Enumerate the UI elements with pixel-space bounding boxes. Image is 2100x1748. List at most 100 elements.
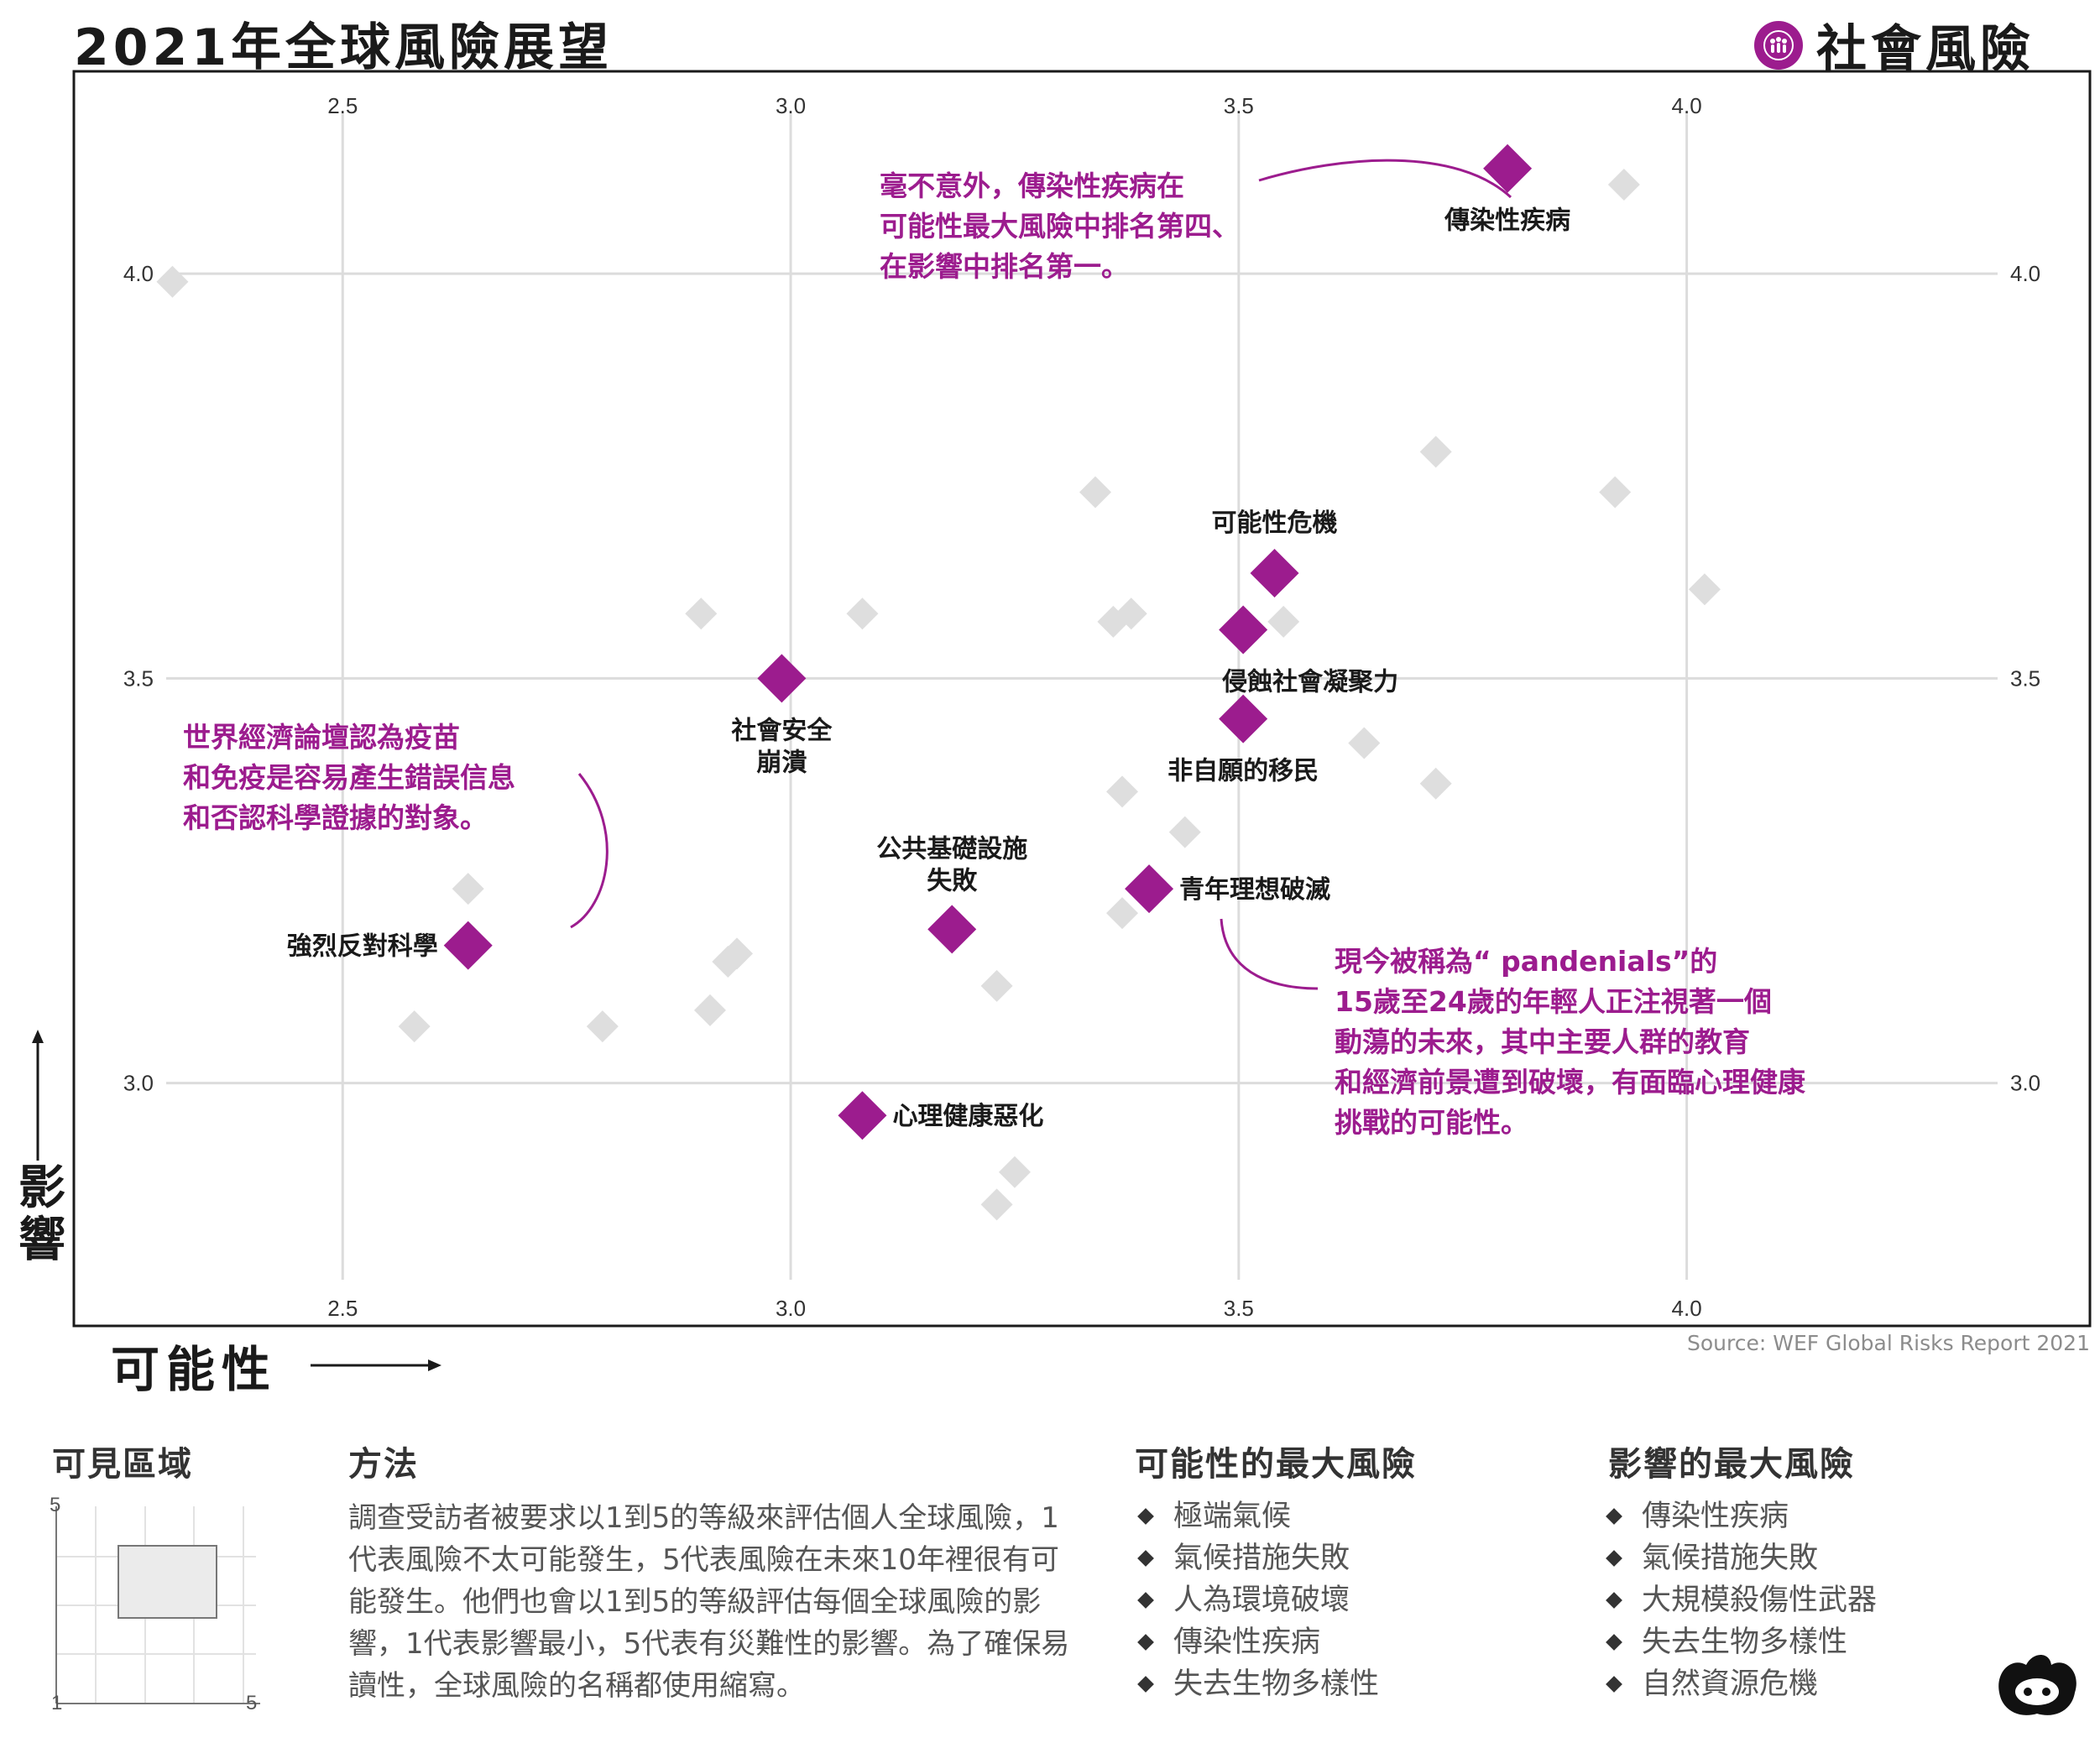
- chart-frame: [72, 70, 2092, 1328]
- other-risk-point: [586, 1010, 619, 1043]
- other-risk-point: [156, 265, 189, 298]
- other-risk-point: [693, 994, 726, 1026]
- method-heading: 方法: [348, 1445, 419, 1484]
- list-item: 氣候措施失敗: [1603, 1537, 1877, 1579]
- list-item: 失去生物多樣性: [1135, 1663, 1379, 1705]
- highlighted-risk-point: [838, 1091, 887, 1140]
- diamond-bullet-icon: [1606, 1592, 1622, 1609]
- list-item: 大規模殺傷性武器: [1603, 1579, 1877, 1621]
- annotation-line: 毫不意外，傳染性疾病在: [880, 170, 1184, 202]
- other-risk-point: [685, 597, 718, 630]
- highlighted-risk-point: [1219, 605, 1268, 655]
- point-label: 侵蝕社會凝聚力: [1221, 668, 1398, 697]
- connector-infectious-diseases: [1258, 159, 1512, 199]
- annotation-line: 可能性最大風險中排名第四、: [880, 210, 1240, 243]
- top-impact-heading: 影響的最大風險: [1608, 1445, 1855, 1484]
- list-item: 極端氣候: [1135, 1495, 1379, 1537]
- y-tick-label-right: 3.0: [2010, 1071, 2040, 1096]
- other-risk-point: [1267, 605, 1300, 638]
- publisher-logo-icon: [1998, 1655, 2076, 1715]
- list-item: 自然資源危機: [1603, 1663, 1877, 1705]
- other-risk-point: [1097, 605, 1130, 638]
- highlighted-risk-point: [1250, 549, 1299, 597]
- source-note: Source: WEF Global Risks Report 2021: [1686, 1331, 2090, 1355]
- annotation-line: 和免疫是容易產生錯誤信息: [183, 761, 515, 794]
- other-risk-point: [452, 873, 484, 905]
- x-tick-label-bottom: 3.5: [1224, 1296, 1254, 1321]
- y-tick-label-right: 3.5: [2010, 665, 2040, 691]
- annotation-line: 挑戰的可能性。: [1335, 1106, 1528, 1139]
- annotation-line: 在影響中排名第一。: [880, 250, 1129, 283]
- diamond-bullet-icon: [1137, 1592, 1154, 1609]
- y-tick-label-right: 4.0: [2010, 261, 2040, 286]
- visible-area-heading: 可見區域: [52, 1445, 193, 1484]
- other-risk-point: [1106, 775, 1139, 808]
- x-tick-label-bottom: 3.0: [776, 1296, 806, 1321]
- other-risk-point: [720, 937, 753, 970]
- arrow-up-icon: [32, 1030, 44, 1161]
- x-tick-label-bottom: 2.5: [327, 1296, 358, 1321]
- point-label: 可能性危機: [1212, 509, 1338, 538]
- arrow-right-icon: [311, 1359, 442, 1371]
- x-tick-label-top: 2.5: [327, 93, 358, 118]
- other-risk-point: [1419, 436, 1452, 468]
- visible-area-rect: [118, 1545, 217, 1619]
- diamond-bullet-icon: [1606, 1550, 1622, 1567]
- other-risk-point: [1106, 897, 1139, 930]
- x-tick-label-top: 3.0: [776, 93, 806, 118]
- point-label: 非自願的移民: [1168, 757, 1319, 786]
- diamond-bullet-icon: [1606, 1676, 1622, 1693]
- diamond-bullet-icon: [1137, 1508, 1154, 1525]
- top-impact-list: 傳染性疾病 氣候措施失敗 大規模殺傷性武器 失去生物多樣性 自然資源危機: [1603, 1495, 1877, 1705]
- diamond-bullet-icon: [1606, 1634, 1622, 1651]
- annotation-line: 15歲至24歲的年輕人正注視著一個: [1335, 985, 1772, 1018]
- other-risk-point: [1599, 476, 1632, 509]
- list-item: 傳染性疾病: [1603, 1495, 1877, 1537]
- minimap-x-max: 5: [246, 1692, 257, 1714]
- other-risk-point: [980, 1188, 1013, 1221]
- x-axis-title-text: 可能性: [111, 1341, 278, 1398]
- minimap-origin: 1: [51, 1692, 62, 1714]
- connector-youth-disillusionment: [1220, 918, 1319, 990]
- y-axis-title: 影響: [10, 1028, 65, 1266]
- other-risk-point: [398, 1010, 431, 1043]
- list-item: 失去生物多樣性: [1603, 1621, 1877, 1663]
- list-item: 人為環境破壞: [1135, 1579, 1379, 1621]
- diamond-bullet-icon: [1606, 1508, 1622, 1525]
- other-risk-point: [1079, 476, 1112, 509]
- visible-area-minimap: 5 1 5: [50, 1494, 260, 1714]
- annotation-line: 和否認科學證據的對象。: [183, 801, 488, 834]
- list-item: 傳染性疾病: [1135, 1621, 1379, 1663]
- annotation-line: 動蕩的未來，其中主要人群的教育: [1335, 1025, 1750, 1058]
- other-risk-point: [1168, 816, 1201, 848]
- other-risk-point: [998, 1156, 1031, 1188]
- annotation-text: 毫不意外，傳染性疾病在可能性最大風險中排名第四、在影響中排名第一。: [880, 170, 1240, 283]
- point-label: 強烈反對科學: [287, 932, 438, 962]
- point-label: 心理健康惡化: [892, 1102, 1043, 1131]
- method-text: 調查受訪者被要求以1到5的等級來評估個人全球風險，1代表風險不太可能發生，5代表…: [348, 1501, 1070, 1703]
- connector-science-denial: [570, 773, 609, 929]
- annotation-line: 和經濟前景遭到破壞，有面臨心理健康: [1335, 1066, 1806, 1098]
- people-group-icon: [1754, 20, 1803, 70]
- y-axis-title-text: 影響: [10, 1162, 65, 1266]
- point-label: 傳染性疾病: [1444, 206, 1570, 236]
- other-risk-point: [980, 969, 1013, 1002]
- x-tick-label-top: 3.5: [1224, 93, 1254, 118]
- point-label: 崩潰: [756, 748, 807, 777]
- x-axis-title: 可能性: [111, 1330, 445, 1401]
- diamond-bullet-icon: [1137, 1676, 1154, 1693]
- minimap-y-max: 5: [50, 1494, 60, 1516]
- page-title: 2021年全球風險展望: [74, 18, 613, 77]
- other-risk-point: [1419, 767, 1452, 800]
- list-item: 氣候措施失敗: [1135, 1537, 1379, 1579]
- y-tick-label-left: 4.0: [123, 261, 154, 286]
- annotation-line: 現今被稱為“ pandenials”的: [1335, 945, 1717, 978]
- other-risk-point: [1688, 573, 1721, 606]
- other-risk-point: [846, 597, 879, 630]
- annotation-line: 世界經濟論壇認為疫苗: [183, 721, 460, 754]
- x-tick-label-top: 4.0: [1672, 93, 1702, 118]
- other-risk-point: [1348, 727, 1381, 759]
- category-badge: 社會風險: [1754, 8, 2035, 81]
- diamond-bullet-icon: [1137, 1634, 1154, 1651]
